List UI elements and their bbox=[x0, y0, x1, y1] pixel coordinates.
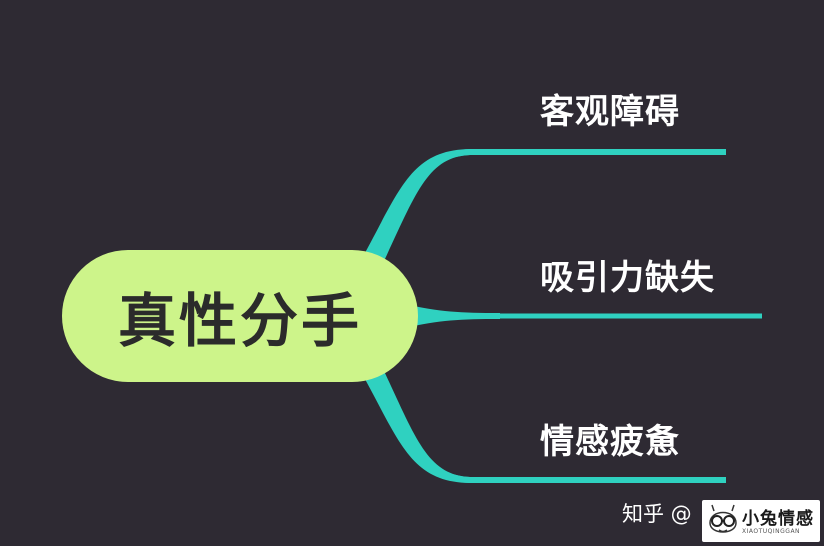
root-node[interactable]: 真性分手 bbox=[62, 250, 418, 382]
logo-title: 小兔情感 bbox=[742, 509, 814, 529]
connector-branch-1-taper bbox=[360, 149, 470, 282]
branch-label-2[interactable]: 吸引力缺失 bbox=[540, 258, 715, 298]
logo-subtitle: XIAOTUQINGGAN bbox=[742, 528, 801, 535]
branch-label-1[interactable]: 客观障碍 bbox=[540, 92, 680, 132]
glasses-face-icon bbox=[709, 504, 737, 533]
logo-badge: 小兔情感 XIAOTUQINGGAN bbox=[702, 500, 820, 542]
branch-label-3[interactable]: 情感疲惫 bbox=[540, 422, 680, 462]
connector-branch-3-taper bbox=[360, 350, 470, 483]
root-label: 真性分手 bbox=[117, 287, 362, 355]
watermark-text: 知乎 @ bbox=[622, 502, 692, 526]
connector-branch-2-taper bbox=[404, 304, 500, 328]
